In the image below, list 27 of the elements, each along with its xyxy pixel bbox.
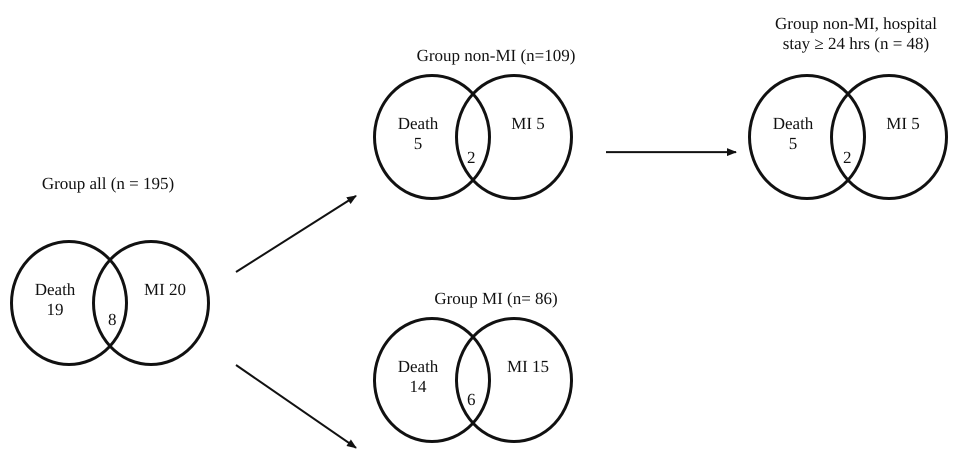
overlap-count: 2 [843, 148, 852, 168]
venn-ellipse [748, 74, 866, 200]
group-title: Group non-MI (n=109) [416, 46, 576, 66]
group-title: Group non-MI, hospital stay ≥ 24 hrs (n = 48) [774, 14, 938, 54]
venn-ellipse [455, 317, 573, 443]
set-label: Death 5 [772, 114, 814, 154]
arrow [606, 148, 737, 156]
set-label: MI 15 [506, 357, 550, 377]
venn-ellipse [455, 74, 573, 200]
venn-ellipse [10, 240, 128, 366]
venn-ellipse [830, 74, 948, 200]
group-title: Group MI (n= 86) [433, 289, 559, 309]
set-label: MI 20 [142, 280, 188, 300]
set-label: Death 19 [34, 280, 76, 320]
overlap-count: 8 [108, 310, 116, 330]
venn-ellipse [92, 240, 210, 366]
set-label: MI 5 [510, 114, 546, 134]
arrow [235, 195, 357, 273]
venn-ellipse [373, 74, 491, 200]
overlap-count: 6 [467, 390, 476, 410]
set-label: MI 5 [885, 114, 921, 134]
group-title: Group all (n = 195) [40, 174, 176, 194]
set-label: Death 14 [396, 357, 440, 397]
set-label: Death 5 [396, 114, 440, 154]
overlap-count: 2 [467, 148, 476, 168]
arrow [235, 364, 357, 449]
venn-ellipse [373, 317, 491, 443]
